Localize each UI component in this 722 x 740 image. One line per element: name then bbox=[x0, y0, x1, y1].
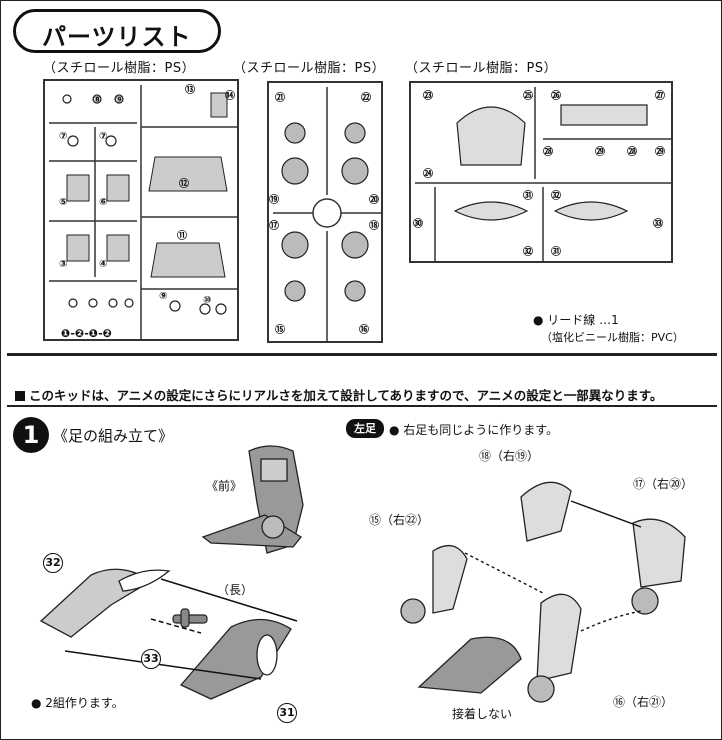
svg-text:⑯: ⑯ bbox=[359, 323, 369, 336]
svg-text:㉕: ㉕ bbox=[523, 89, 533, 102]
svg-text:⑫: ⑫ bbox=[179, 177, 189, 190]
svg-text:⑰: ⑰ bbox=[269, 219, 279, 232]
runner-a-drawing: ⑧ ⑨ ⑬ ⑭ ⑦ ⑦ ⑤ ⑥ ③ ④ ⑫ ⑪ ⑨ ⑩ bbox=[49, 83, 237, 339]
runner-a: ⑧ ⑨ ⑬ ⑭ ⑦ ⑦ ⑤ ⑥ ③ ④ ⑫ ⑪ ⑨ ⑩ ❶-❷-❶-❷ bbox=[43, 79, 239, 341]
make-two-note: ● 2組作ります。 bbox=[31, 696, 124, 710]
svg-text:⑧: ⑧ bbox=[93, 95, 101, 106]
runner-a-bottom-labels: ❶-❷-❶-❷ bbox=[61, 327, 112, 340]
svg-text:④: ④ bbox=[99, 259, 107, 270]
left-foot-arrows bbox=[464, 500, 642, 632]
svg-text:⑨: ⑨ bbox=[115, 95, 123, 106]
callout-16: ⑯（右㉑） bbox=[613, 695, 674, 709]
svg-text:㉑: ㉑ bbox=[275, 91, 285, 104]
callout-17: ⑰（右⑳） bbox=[633, 477, 694, 491]
svg-text:⑨: ⑨ bbox=[159, 291, 167, 302]
part-33-callout: 33 bbox=[141, 649, 161, 669]
part-31-callout: 31 bbox=[277, 703, 297, 723]
foot-assembly-diagram bbox=[39, 445, 686, 703]
svg-text:㉚: ㉚ bbox=[413, 217, 423, 230]
no-glue-label: 接着しない bbox=[452, 707, 513, 721]
svg-text:㉜: ㉜ bbox=[523, 245, 533, 258]
svg-text:㉙: ㉙ bbox=[655, 145, 665, 158]
svg-text:⑲: ⑲ bbox=[269, 193, 279, 206]
svg-text:㉖: ㉖ bbox=[551, 89, 561, 102]
svg-text:⑥: ⑥ bbox=[99, 197, 107, 208]
svg-text:㉔: ㉔ bbox=[423, 167, 433, 180]
svg-text:⑮: ⑮ bbox=[275, 323, 285, 336]
part-32-illustration bbox=[39, 568, 171, 638]
svg-text:㉛: ㉛ bbox=[551, 245, 561, 258]
svg-text:㉘: ㉘ bbox=[627, 145, 637, 158]
svg-text:㉝: ㉝ bbox=[653, 217, 663, 230]
svg-text:③: ③ bbox=[59, 259, 67, 270]
part-33-number: 33 bbox=[141, 649, 161, 669]
front-view-illustration bbox=[201, 445, 304, 554]
part-32-number: 32 bbox=[43, 553, 63, 573]
callout-15: ⑮（右㉒） bbox=[369, 513, 430, 527]
assembly-arrows bbox=[64, 578, 298, 680]
svg-text:⑤: ⑤ bbox=[59, 197, 67, 208]
front-label: 《前》 bbox=[206, 479, 243, 493]
svg-text:⑬: ⑬ bbox=[185, 83, 195, 96]
part-31-number: 31 bbox=[277, 703, 297, 723]
part-33-illustration bbox=[172, 608, 208, 628]
kit-notice: このキッドは、アニメの設定にさらにリアルさを加えて設計してありますので、アニメの… bbox=[15, 385, 663, 404]
svg-text:⑪: ⑪ bbox=[177, 229, 187, 242]
svg-text:⑭: ⑭ bbox=[225, 89, 235, 102]
runner-b: ㉑ ㉒ ⑲ ⑳ ⑰ ⑱ ⑮ ⑯ bbox=[267, 81, 383, 343]
runner-b-drawing: ㉑ ㉒ ⑲ ⑳ ⑰ ⑱ ⑮ ⑯ bbox=[269, 87, 381, 341]
sheet-label-c: （スチロール樹脂：PS） bbox=[405, 61, 558, 76]
svg-text:㉓: ㉓ bbox=[423, 89, 433, 102]
page-title: パーツリスト bbox=[42, 23, 192, 51]
part-32-callout: 32 bbox=[43, 553, 63, 573]
pvc-sub: （塩化ビニール樹脂：PVC） bbox=[541, 331, 684, 344]
svg-text:⑦: ⑦ bbox=[59, 131, 67, 142]
svg-text:㉗: ㉗ bbox=[655, 89, 665, 102]
parts-list-title: パーツリスト bbox=[13, 9, 221, 53]
sheet-label-a: （スチロール樹脂：PS） bbox=[43, 61, 196, 76]
long-label: （長） bbox=[217, 583, 254, 597]
svg-text:㉙: ㉙ bbox=[595, 145, 605, 158]
svg-text:㉛: ㉛ bbox=[523, 189, 533, 202]
svg-text:⑩: ⑩ bbox=[203, 295, 211, 306]
part-31-illustration bbox=[179, 618, 292, 700]
callout-18: ⑱（右⑲） bbox=[479, 449, 540, 463]
left-foot-illustration bbox=[400, 481, 686, 703]
svg-text:㉜: ㉜ bbox=[551, 189, 561, 202]
step-number: 1 bbox=[13, 417, 49, 453]
kit-notice-text: このキッドは、アニメの設定にさらにリアルさを加えて設計してありますので、アニメの… bbox=[29, 388, 663, 403]
section-divider bbox=[7, 353, 717, 356]
svg-text:㉘: ㉘ bbox=[543, 145, 553, 158]
step-title: 《足の組み立て》 bbox=[53, 427, 174, 445]
svg-text:㉒: ㉒ bbox=[361, 91, 371, 104]
section-divider-2 bbox=[7, 405, 717, 407]
sheet-label-b: （スチロール樹脂：PS） bbox=[233, 61, 386, 76]
left-foot-badge: 左足 bbox=[346, 419, 384, 438]
svg-text:⑦: ⑦ bbox=[99, 131, 107, 142]
svg-text:⑳: ⑳ bbox=[369, 193, 379, 206]
svg-text:⑱: ⑱ bbox=[369, 219, 379, 232]
left-foot-note: ● 右足も同じように作ります。 bbox=[389, 423, 559, 437]
pvc-note: ● リード線 …1 bbox=[533, 313, 619, 327]
square-bullet-icon bbox=[15, 391, 25, 401]
